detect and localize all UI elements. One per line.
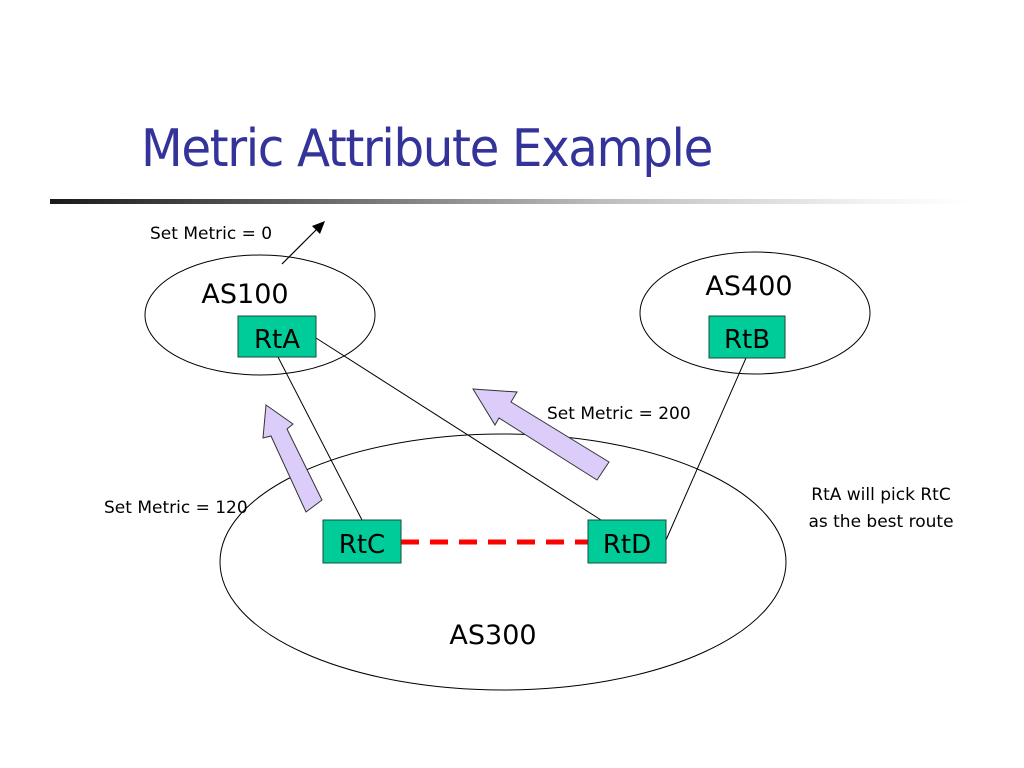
router-rta-label: RtA	[254, 325, 300, 355]
router-rtb-label: RtB	[724, 325, 770, 355]
as400-ellipse	[639, 251, 871, 375]
as300-ellipse	[219, 433, 787, 691]
as100-ellipse	[144, 254, 376, 376]
rtc-metric-arrow	[262, 404, 323, 513]
arrowhead-icon	[312, 221, 325, 234]
link-rta-rtc	[277, 356, 363, 521]
rta-advertise-arrow	[281, 221, 325, 265]
router-rta: RtA	[237, 315, 317, 358]
router-rtc: RtC	[322, 519, 402, 564]
as100-label: AS100	[201, 279, 288, 310]
router-rtd-label: RtD	[603, 530, 651, 560]
conclusion-line-2: as the best route	[808, 512, 953, 532]
router-rtd: RtD	[587, 519, 667, 564]
rtd-metric-label: Set Metric = 200	[547, 404, 691, 424]
conclusion-line-1: RtA will pick RtC	[811, 485, 950, 505]
router-rtb: RtB	[708, 315, 786, 359]
link-rta-rtd	[315, 337, 602, 521]
slide-title: Metric Attribute Example	[141, 119, 713, 179]
as400-label: AS400	[705, 271, 792, 302]
link-rtb-rtd	[665, 357, 747, 541]
as300-label: AS300	[449, 620, 536, 651]
rta-metric-label: Set Metric = 0	[150, 224, 272, 244]
title-divider	[50, 199, 970, 204]
rtc-metric-label: Set Metric = 120	[104, 498, 248, 518]
rtd-metric-arrow	[472, 388, 610, 481]
router-rtc-label: RtC	[339, 530, 385, 560]
